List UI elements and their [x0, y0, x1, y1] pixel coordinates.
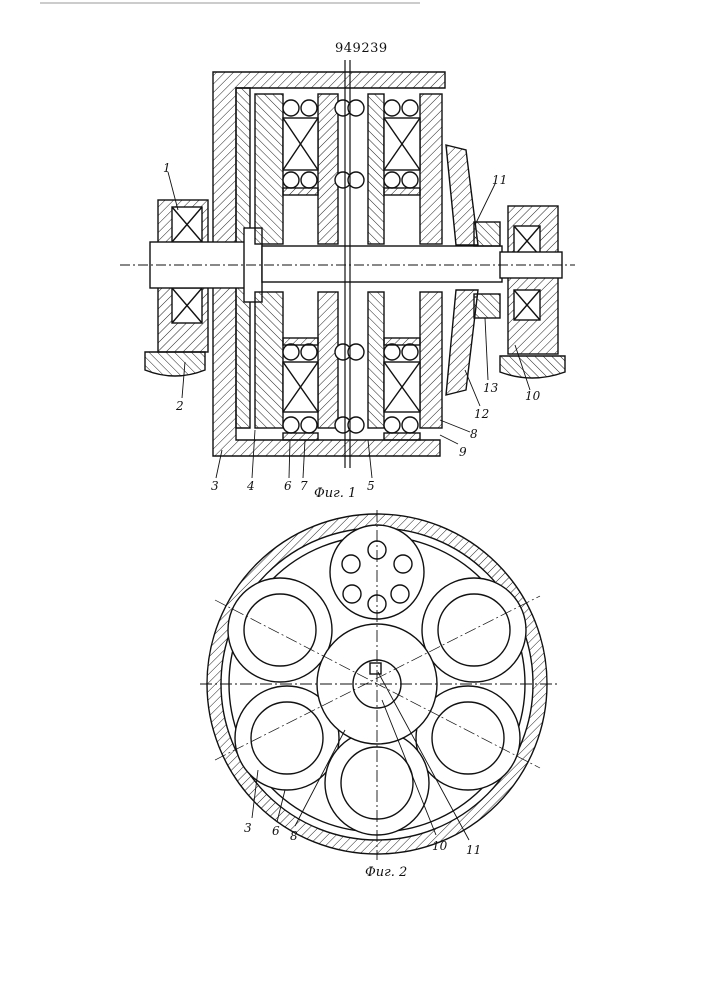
fig1-label-4: 4 — [246, 479, 255, 493]
fig1-label-2: 2 — [175, 399, 184, 413]
figure-1-caption: Фиг. 1 — [314, 486, 356, 501]
fig1-label-5: 5 — [367, 479, 375, 493]
fig1-label-9: 9 — [459, 445, 467, 459]
fig1-label-7: 7 — [300, 479, 308, 493]
fig2-label-10: 10 — [432, 839, 448, 853]
fig1-label-6: 6 — [284, 479, 292, 493]
main-shaft — [262, 246, 502, 282]
fig1-label-10: 10 — [525, 389, 541, 403]
cone-12-upper — [446, 145, 478, 245]
fig2-label-8: 8 — [290, 829, 298, 843]
cone-12-lower — [446, 290, 478, 395]
figure-2-end-view — [200, 510, 560, 860]
fig1-label-12: 12 — [474, 407, 489, 421]
fig1-label-13: 13 — [483, 381, 499, 395]
fig2-label-11: 11 — [466, 843, 481, 857]
fig1-label-3: 3 — [211, 479, 219, 493]
fig1-label-11: 11 — [492, 173, 507, 187]
figure-2-caption: Фиг. 2 — [365, 865, 407, 880]
figure-1-section-view — [120, 60, 575, 468]
key-11 — [370, 663, 381, 674]
fig1-label-8: 8 — [470, 427, 478, 441]
fig2-label-6: 6 — [272, 824, 280, 838]
fig2-label-3: 3 — [244, 821, 252, 835]
fig1-label-1: 1 — [163, 161, 171, 175]
patent-number: 949239 — [335, 41, 388, 56]
